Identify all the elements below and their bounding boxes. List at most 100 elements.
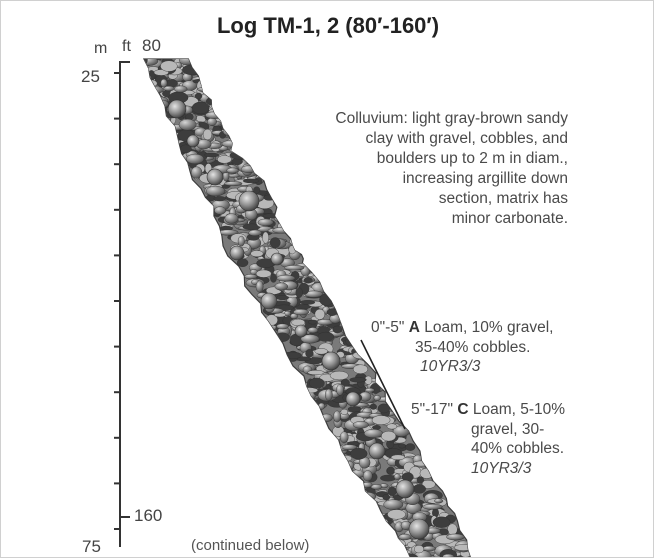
- feet-unit-label: ft: [122, 38, 131, 55]
- clast: [173, 85, 188, 93]
- horizon-a-depth: 0"-5": [371, 319, 405, 336]
- clast: [299, 300, 316, 305]
- clast: [202, 128, 213, 141]
- clast: [229, 151, 248, 160]
- clast: [347, 406, 362, 413]
- clast: [341, 444, 358, 451]
- clast: [205, 85, 216, 97]
- boulder: [270, 252, 284, 266]
- horizon-a-description: 0"-5" A Loam, 10% gravel, 35-40% cobbles…: [371, 318, 554, 377]
- clast: [240, 165, 257, 173]
- colluvium-line: minor carbonate.: [451, 210, 568, 227]
- clast: [250, 250, 264, 258]
- clast: [195, 92, 203, 100]
- horizon-c-color: 10YR3/3: [471, 459, 532, 477]
- clast: [242, 178, 260, 184]
- clast: [178, 118, 197, 131]
- clast: [182, 64, 203, 76]
- clast: [363, 500, 378, 512]
- colluvium-line: increasing argillite down: [402, 170, 568, 187]
- clast: [350, 448, 368, 460]
- clast: [248, 229, 262, 237]
- clast: [336, 384, 344, 396]
- clast: [319, 293, 334, 306]
- clast: [432, 516, 451, 528]
- clast: [353, 484, 366, 492]
- clast: [344, 460, 355, 471]
- clast: [244, 274, 258, 280]
- clast: [226, 167, 239, 174]
- clast: [453, 544, 471, 551]
- clast: [255, 280, 264, 293]
- boulder: [229, 245, 245, 261]
- boulder: [408, 518, 430, 540]
- clast: [288, 231, 299, 240]
- clast: [414, 544, 425, 554]
- clast: [191, 101, 210, 115]
- colluvium-line: clay with gravel, cobbles, and: [365, 130, 568, 147]
- clast: [224, 181, 243, 187]
- clast: [340, 408, 348, 415]
- clast: [151, 99, 169, 109]
- clast: [293, 309, 309, 316]
- clast: [186, 153, 205, 165]
- clast: [416, 476, 425, 484]
- clast: [305, 349, 314, 358]
- feet-bottom-label: 160: [134, 506, 163, 525]
- horizon-a-code: A: [408, 319, 420, 336]
- clast: [307, 370, 325, 376]
- clast: [362, 470, 373, 482]
- clast: [386, 466, 395, 475]
- meter-ticks: [114, 72, 120, 530]
- clast: [383, 499, 404, 510]
- clast: [269, 237, 281, 248]
- clast: [314, 308, 325, 320]
- clast: [220, 124, 230, 131]
- clast: [349, 377, 367, 383]
- clast: [352, 421, 369, 429]
- boulder: [260, 292, 278, 310]
- clast: [307, 327, 319, 334]
- clast: [253, 186, 261, 194]
- clast: [377, 403, 391, 414]
- clast: [390, 454, 406, 460]
- clast: [262, 213, 282, 219]
- clast: [393, 473, 401, 480]
- meter-top-label: 25: [81, 67, 100, 86]
- clast: [276, 274, 296, 282]
- boulder: [186, 134, 200, 148]
- colluvium-description: Colluvium: light gray-brown sandy clay w…: [335, 109, 568, 229]
- clast: [214, 206, 227, 215]
- depth-scale: [114, 61, 130, 547]
- clast: [339, 431, 349, 444]
- clast: [373, 395, 381, 401]
- clast: [143, 79, 158, 88]
- clast: [235, 144, 250, 156]
- clast: [154, 59, 172, 60]
- boulder: [345, 391, 361, 407]
- clast: [324, 388, 333, 401]
- boulder: [238, 190, 260, 212]
- clast: [387, 509, 406, 520]
- clast: [422, 545, 436, 552]
- clast: [255, 269, 272, 278]
- horizon-c-line2: gravel, 30-: [471, 420, 545, 438]
- colluvium-line: Colluvium: light gray-brown sandy: [335, 110, 568, 127]
- horizon-a-line1: Loam, 10% gravel,: [424, 319, 554, 336]
- boulder: [294, 324, 308, 338]
- clast: [382, 494, 390, 501]
- clast: [205, 111, 225, 119]
- clast: [378, 532, 399, 541]
- feet-top-label: 80: [142, 36, 161, 55]
- clast: [380, 518, 389, 528]
- clast: [224, 213, 239, 224]
- clast: [398, 533, 412, 541]
- horizon-c-line3: 40% cobbles.: [471, 440, 565, 457]
- clast: [386, 423, 398, 430]
- clast: [381, 430, 397, 442]
- clast: [274, 282, 288, 291]
- clast: [291, 318, 306, 327]
- clast: [234, 132, 243, 145]
